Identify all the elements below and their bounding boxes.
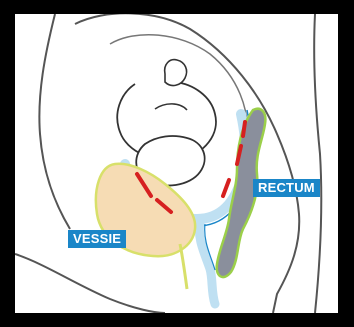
baby-hand [165, 60, 187, 86]
bladder-label: VESSIE [68, 230, 126, 248]
bladder-neck [180, 244, 187, 289]
diagram-panel: RECTUM VESSIE [15, 14, 338, 313]
body-outline [39, 14, 70, 229]
leg-outline [15, 254, 165, 313]
baby-arm [155, 104, 187, 110]
back-outline [314, 14, 321, 313]
pregnancy-anatomy-illustration [15, 14, 338, 313]
rectum-label: RECTUM [253, 179, 320, 197]
inner-uterus-outline [110, 35, 248, 144]
